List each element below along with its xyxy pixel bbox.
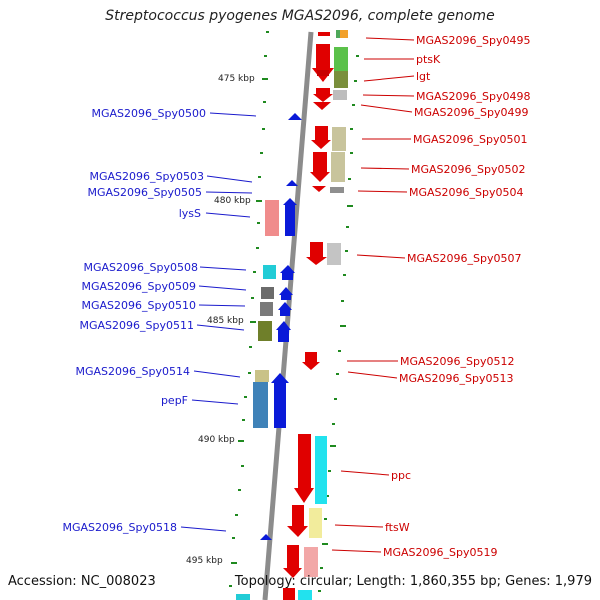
gene-label-spy0509[interactable]: MGAS2096_Spy0509	[82, 280, 197, 293]
gene-label-spy0505[interactable]: MGAS2096_Spy0505	[88, 186, 203, 199]
gene-label-spy0513[interactable]: MGAS2096_Spy0513	[399, 372, 514, 385]
accession-text: Accession: NC_008023	[8, 574, 156, 589]
gene-label-ptsk[interactable]: ptsK	[416, 53, 441, 66]
gene-label-ppc[interactable]: ppc	[391, 469, 411, 482]
gene-label-ftsw[interactable]: ftsW	[385, 521, 410, 534]
gene-label-spy0519[interactable]: MGAS2096_Spy0519	[383, 546, 498, 559]
left-leader-lines	[180, 112, 257, 532]
forward-genes	[283, 32, 334, 600]
right-leader-lines	[331, 37, 415, 553]
gene-label-spy0510[interactable]: MGAS2096_Spy0510	[82, 299, 197, 312]
scale-label-480: 480 kbp	[214, 196, 251, 206]
gene-label-spy0512[interactable]: MGAS2096_Spy0512	[400, 355, 515, 368]
gene-label-lyss[interactable]: lysS	[179, 207, 201, 220]
gene-label-spy0499[interactable]: MGAS2096_Spy0499	[414, 106, 529, 119]
gene-label-spy0504[interactable]: MGAS2096_Spy0504	[409, 186, 524, 199]
scale-label-490: 490 kbp	[198, 435, 235, 445]
map-title: Streptococcus pyogenes MGAS2096, complet…	[105, 8, 495, 24]
gene-label-spy0498[interactable]: MGAS2096_Spy0498	[416, 90, 531, 103]
forward-cog-boxes	[298, 30, 348, 600]
scale-label-485: 485 kbp	[207, 316, 244, 326]
gene-label-spy0501[interactable]: MGAS2096_Spy0501	[413, 133, 528, 146]
gene-label-lgt[interactable]: lgt	[416, 70, 431, 83]
gene-label-spy0500[interactable]: MGAS2096_Spy0500	[92, 107, 207, 120]
gene-label-spy0507[interactable]: MGAS2096_Spy0507	[407, 252, 522, 265]
gene-label-spy0514[interactable]: MGAS2096_Spy0514	[76, 365, 191, 378]
gene-label-spy0502[interactable]: MGAS2096_Spy0502	[411, 163, 526, 176]
gene-label-spy0518[interactable]: MGAS2096_Spy0518	[63, 521, 178, 534]
scale-ticks	[229, 31, 359, 592]
scale-label-495: 495 kbp	[186, 556, 223, 566]
scale-label-475: 475 kbp	[218, 74, 255, 84]
gene-label-spy0495[interactable]: MGAS2096_Spy0495	[416, 34, 531, 47]
gene-label-spy0511[interactable]: MGAS2096_Spy0511	[80, 319, 195, 332]
gene-label-spy0503[interactable]: MGAS2096_Spy0503	[90, 170, 205, 183]
reverse-cog-boxes	[236, 200, 279, 600]
genome-summary-text: Topology: circular; Length: 1,860,355 bp…	[234, 574, 592, 589]
gene-label-pepf[interactable]: pepF	[161, 394, 188, 407]
reverse-genes	[260, 113, 302, 540]
gene-label-spy0508[interactable]: MGAS2096_Spy0508	[84, 261, 199, 274]
